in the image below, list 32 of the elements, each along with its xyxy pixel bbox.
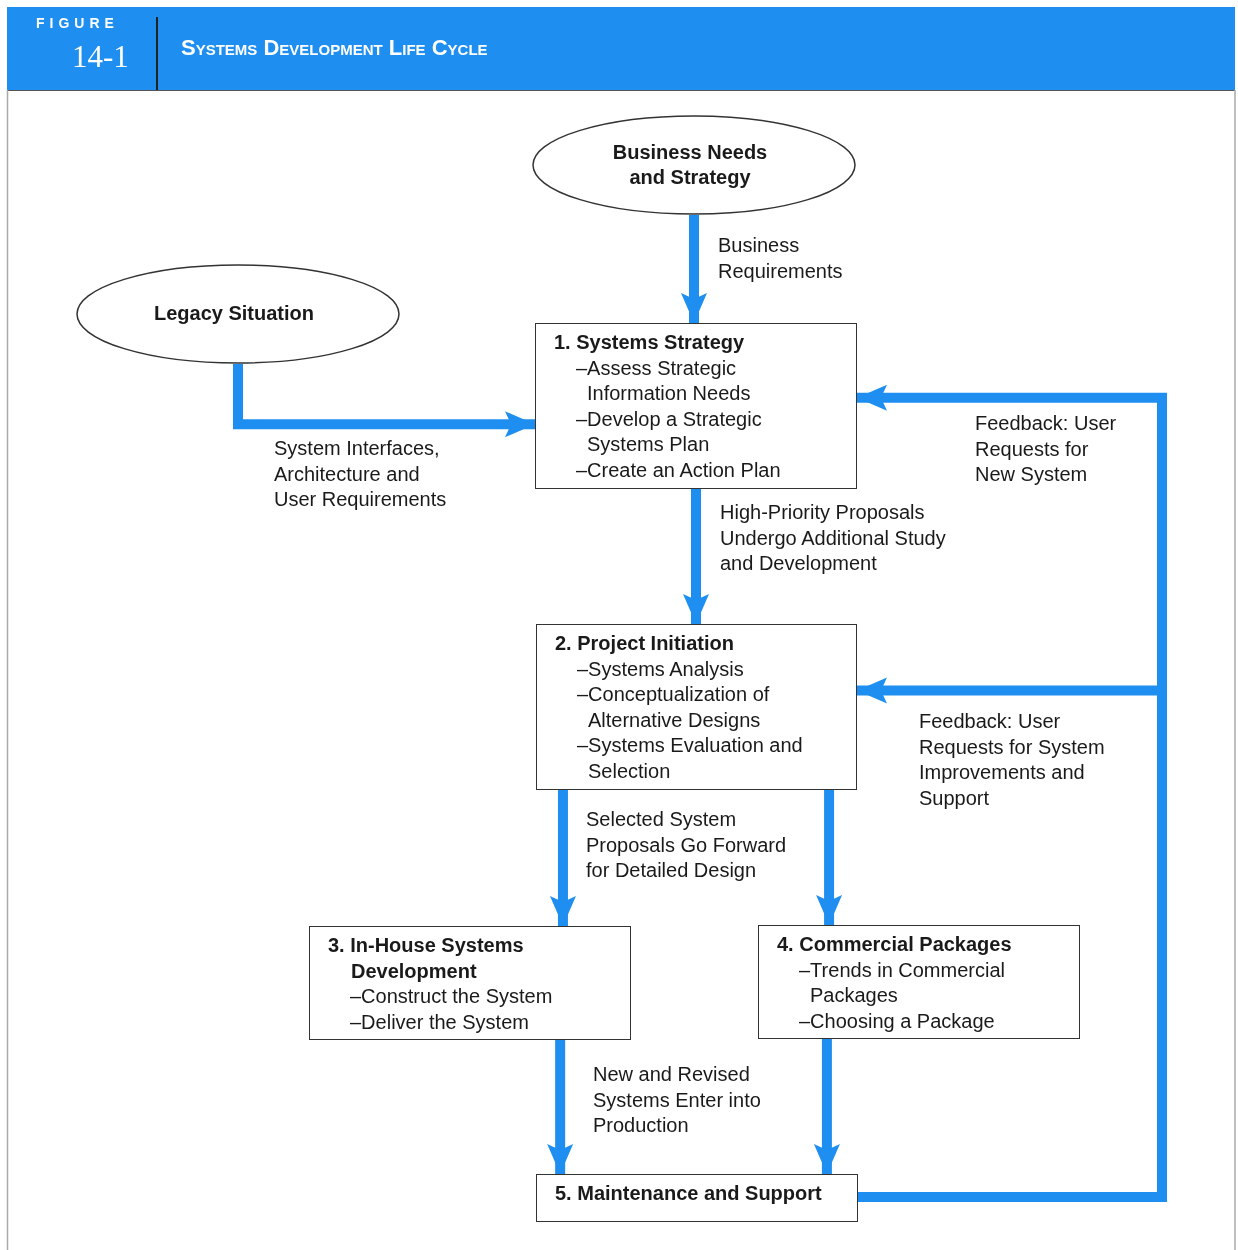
- step-item: –Assess Strategic Information Needs: [576, 355, 752, 406]
- step-title: 3. In-House Systems Development: [328, 933, 525, 984]
- step-item: –Systems Analysis: [577, 656, 745, 682]
- process-box: [758, 925, 1080, 1039]
- step-title: 2. Project Initiation: [555, 631, 735, 656]
- step-title: 4. Commercial Packages: [777, 932, 1013, 957]
- arrow: [683, 489, 709, 624]
- step-item: –Develop a Strategic Systems Plan: [576, 406, 763, 457]
- figure-number: 14-1: [72, 40, 129, 75]
- arrow: [549, 790, 576, 926]
- arrow: [813, 1039, 840, 1174]
- step-title: 1. Systems Strategy: [554, 330, 746, 355]
- arrow: [233, 364, 535, 438]
- figure-label: FIGURE: [36, 16, 119, 32]
- figure-title: Systems Development Life Cycle: [181, 36, 488, 61]
- step-item: –Conceptualization of Alternative Designs: [577, 682, 771, 733]
- process-box: [536, 624, 857, 790]
- step-title: Legacy Situation: [154, 301, 314, 327]
- arrow: [816, 790, 843, 925]
- step-title: Business Needs and Strategy: [611, 139, 769, 190]
- step-item: –Construct the System: [350, 984, 554, 1009]
- process-box: [535, 323, 857, 489]
- arrow: [547, 1040, 574, 1174]
- process-box: [309, 926, 631, 1040]
- step-item: –Deliver the System: [350, 1009, 530, 1035]
- step-item: –Choosing a Package: [799, 1008, 996, 1034]
- step-item: –Create an Action Plan: [576, 457, 782, 483]
- process-box: [536, 1174, 858, 1222]
- step-item: –Trends in Commercial Packages: [799, 957, 1006, 1008]
- step-item: –Systems Evaluation and Selection: [577, 733, 804, 784]
- arrow: [681, 215, 707, 323]
- step-title: 5. Maintenance and Support: [555, 1181, 823, 1206]
